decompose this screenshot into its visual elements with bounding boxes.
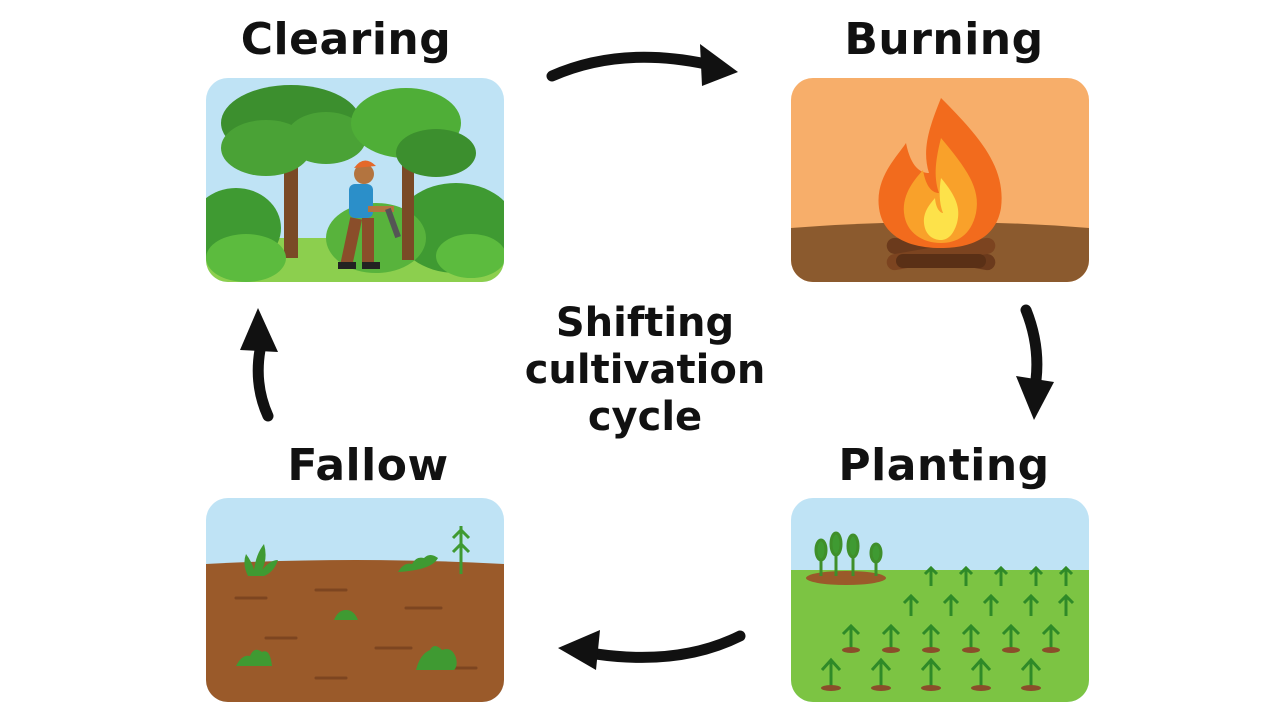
panel-burning: [791, 78, 1089, 282]
stage-title-burning: Burning: [844, 14, 1044, 65]
arrow-burning-to-planting: [1016, 304, 1054, 420]
arrow-clearing-to-burning: [546, 44, 738, 86]
center-title-line-1: Shifting: [555, 300, 735, 346]
panel-clearing: [206, 78, 504, 282]
stage-title-fallow: Fallow: [287, 440, 449, 491]
center-title: Shifting cultivation cycle: [480, 300, 810, 442]
center-title-line-2: cultivation: [524, 347, 766, 394]
campfire-icon: [791, 78, 1089, 282]
stage-title-planting: Planting: [838, 440, 1050, 491]
arrow-planting-to-fallow: [558, 630, 746, 670]
seedling-rows-icon: [791, 498, 1089, 702]
arrow-fallow-to-clearing: [240, 308, 278, 422]
panel-planting: [791, 498, 1089, 702]
center-title-line-3: cycle: [587, 394, 703, 441]
woodcutter-in-forest-icon: [206, 78, 504, 282]
stage-title-clearing: Clearing: [240, 14, 452, 65]
bare-soil-with-weeds-icon: [206, 498, 504, 702]
panel-fallow: [206, 498, 504, 702]
